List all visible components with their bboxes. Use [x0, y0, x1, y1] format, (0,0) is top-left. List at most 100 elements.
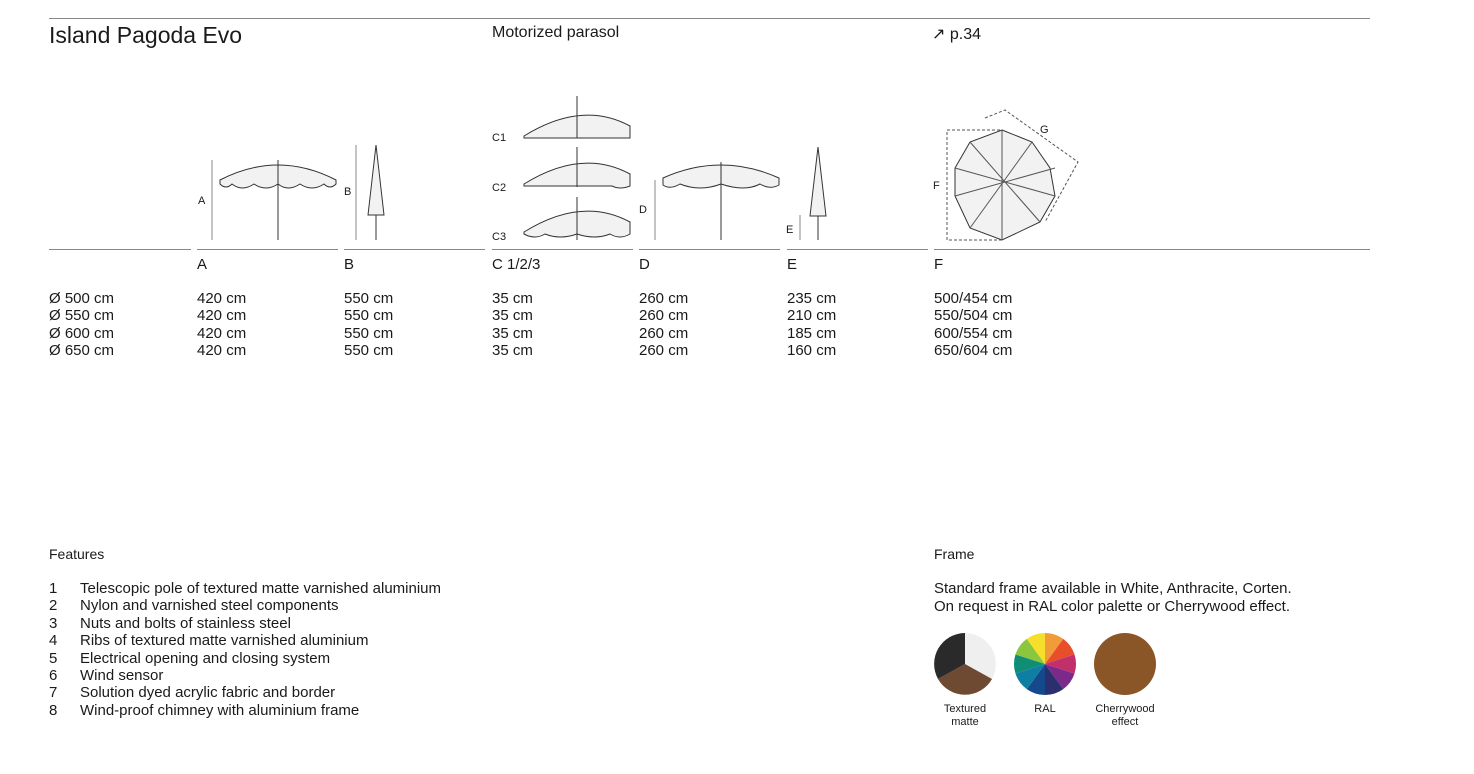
swatch-label-line: effect	[1111, 716, 1139, 728]
feature-text: Wind sensor	[80, 667, 164, 685]
col-rule	[639, 249, 780, 250]
table-cell: Ø 500 cm	[49, 290, 115, 307]
label-c3: C3	[492, 231, 507, 243]
table-cell: 550 cm	[344, 290, 394, 307]
frame-title: Frame	[934, 546, 975, 562]
label-g: G	[1040, 124, 1049, 136]
ral-color-segment	[1045, 664, 1064, 695]
table-cell: Ø 650 cm	[49, 342, 115, 360]
label-f: F	[933, 180, 940, 192]
swatch-label-line: matte	[951, 716, 979, 728]
feature-item: 8 Wind-proof chimney with aluminium frame	[49, 702, 441, 719]
swatch-label-line: Textured	[943, 703, 987, 715]
feature-number: 4	[49, 632, 58, 650]
col-rule	[344, 249, 485, 250]
table-cell: 35 cm	[492, 342, 533, 360]
table-cell: Ø 550 cm	[49, 307, 115, 325]
col-rule	[787, 249, 928, 250]
label-a: A	[198, 195, 206, 207]
feature-text: Electrical opening and closing system	[80, 649, 331, 667]
table-cell: 260 cm	[639, 290, 689, 307]
top-rule	[49, 18, 1370, 19]
table-cell: 550 cm	[344, 342, 394, 360]
col-rule	[492, 249, 633, 250]
feature-text: Solution dyed acrylic fabric and border	[80, 684, 336, 702]
table-cell: 260 cm	[639, 342, 689, 360]
feature-text: Ribs of textured matte varnished alumini…	[80, 632, 369, 650]
feature-number: 6	[49, 667, 58, 685]
table-cell: 500/454 cm	[934, 290, 1013, 307]
ral-color-segment	[1015, 664, 1045, 690]
feature-text: Nylon and varnished steel components	[80, 597, 339, 615]
table-cell: 420 cm	[197, 307, 247, 325]
table-cell: 35 cm	[492, 290, 533, 307]
col-rule	[197, 249, 338, 250]
swatch-label-ral: RAL	[1034, 703, 1056, 715]
table-cell: 210 cm	[787, 307, 837, 325]
feature-text: Wind-proof chimney with aluminium frame	[80, 701, 360, 719]
table-cell: 420 cm	[197, 290, 247, 307]
column-header-f: F	[934, 256, 944, 273]
feature-item: 2 Nylon and varnished steel components	[49, 597, 441, 614]
column-header-a: A	[197, 256, 208, 273]
feature-text: Telescopic pole of textured matte varnis…	[80, 580, 442, 597]
col-rule	[934, 249, 1370, 250]
feature-item: 5 Electrical opening and closing system	[49, 650, 441, 667]
features-list: 1 Telescopic pole of textured matte varni…	[49, 580, 441, 719]
label-d: D	[639, 204, 647, 216]
column-header-e: E	[787, 256, 798, 273]
table-cell: 185 cm	[787, 324, 837, 342]
ral-color-segment	[1045, 654, 1077, 674]
column-header-c: C 1/2/3	[492, 256, 541, 273]
frame-description: Standard frame available in White, Anthr…	[934, 580, 1292, 616]
page-reference-link[interactable]: ↗ p.34	[932, 26, 981, 43]
table-cell: 260 cm	[639, 324, 689, 342]
label-b: B	[344, 186, 352, 198]
label-c1: C1	[492, 132, 507, 144]
feature-number: 7	[49, 684, 58, 702]
frame-line-1: Standard frame available in White, Anthr…	[934, 580, 1292, 597]
ral-color-segment	[1045, 664, 1075, 690]
feature-item: 1 Telescopic pole of textured matte varni…	[49, 580, 441, 597]
table-cell: 650/604 cm	[934, 342, 1013, 360]
column-header-d: D	[639, 256, 650, 273]
table-cell: 35 cm	[492, 307, 533, 325]
ral-color-segment	[1045, 633, 1064, 664]
feature-item: 7 Solution dyed acrylic fabric and border	[49, 684, 441, 701]
table-cell: 235 cm	[787, 290, 837, 307]
diagram-a-umbrella	[211, 96, 1079, 241]
column-header-b: B	[344, 256, 355, 273]
feature-number: 2	[49, 597, 58, 615]
label-c2: C2	[492, 182, 507, 194]
table-cell: Ø 600 cm	[49, 324, 115, 342]
table-cell: 550/504 cm	[934, 307, 1013, 325]
table-cell: 420 cm	[197, 324, 247, 342]
table-cell: 420 cm	[197, 342, 247, 360]
cherrywood-swatch[interactable]	[1094, 633, 1156, 695]
table-cell: 550 cm	[344, 307, 394, 325]
col-rule	[49, 249, 191, 250]
textured-matte-swatch[interactable]	[934, 633, 996, 695]
features-title: Features	[49, 546, 105, 562]
swatch-label-line: Cherrywood	[1095, 703, 1155, 715]
feature-item: 6 Wind sensor	[49, 667, 441, 684]
feature-number: 8	[49, 701, 58, 719]
ral-color-segment	[1026, 633, 1045, 664]
feature-item: 4 Ribs of textured matte varnished alumin…	[49, 632, 441, 649]
frame-line-2: On request in RAL color palette or Cherr…	[934, 598, 1291, 615]
ral-color-segment	[1026, 664, 1045, 695]
table-cell: 160 cm	[787, 342, 837, 360]
feature-number: 5	[49, 649, 58, 667]
feature-number: 1	[49, 580, 58, 597]
product-title: Island Pagoda Evo	[49, 22, 243, 48]
ral-color-segment	[1045, 638, 1075, 664]
ral-color-segment	[1014, 654, 1045, 674]
feature-number: 3	[49, 614, 58, 632]
ral-swatch[interactable]	[1014, 633, 1077, 695]
product-type: Motorized parasol	[492, 24, 620, 41]
table-cell: 260 cm	[639, 307, 689, 325]
